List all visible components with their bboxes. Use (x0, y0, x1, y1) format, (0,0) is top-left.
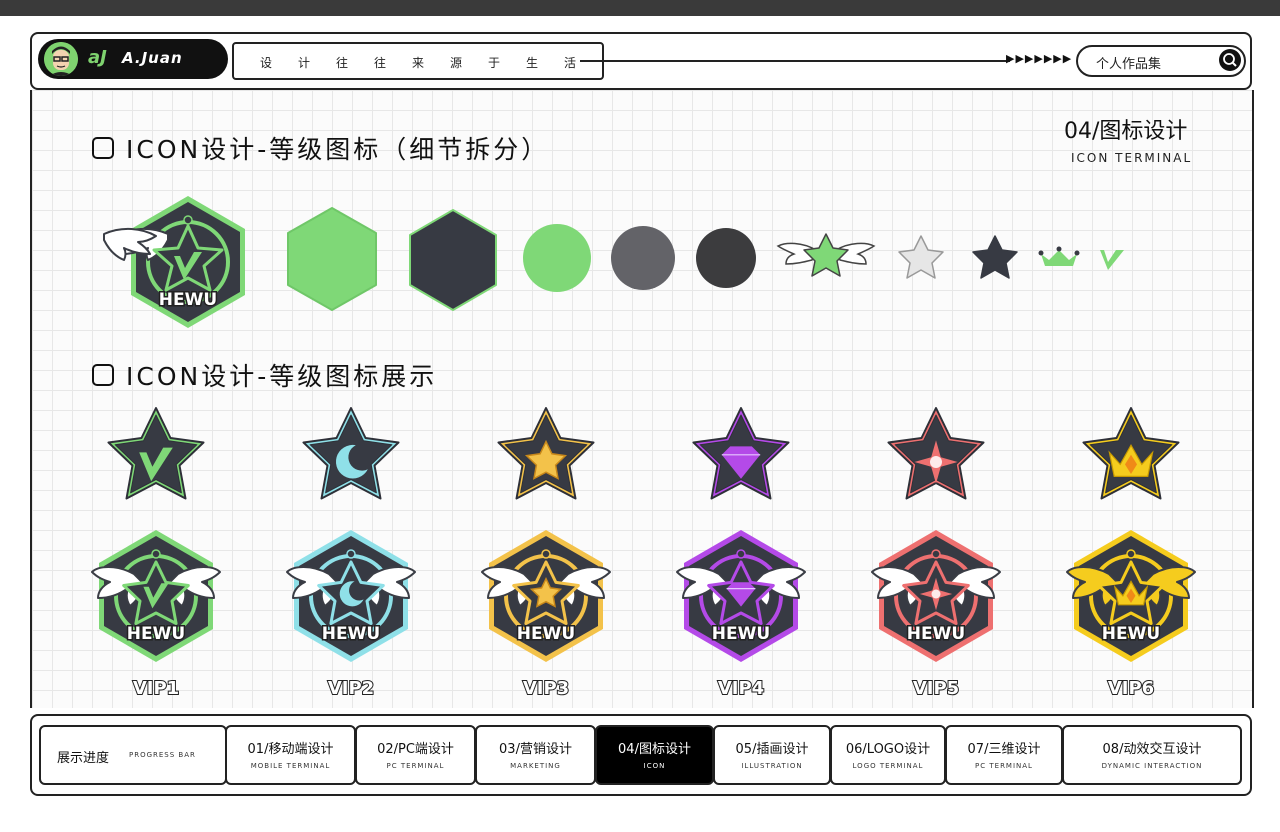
search-button[interactable] (1219, 49, 1241, 71)
slogan-char: 活 (564, 56, 577, 70)
portfolio-search[interactable]: 个人作品集 (1076, 45, 1246, 77)
arrow-decoration: ▶▶▶▶▶▶▶ (1006, 52, 1073, 65)
progress-bar-label: 展示进度 PROGRESS BAR (39, 725, 227, 785)
vip-label: VIP3 (522, 677, 570, 700)
grid-canvas (30, 90, 1254, 708)
slogan-char: 于 (488, 56, 501, 70)
slogan: 设 计 往 往 来 源 于 生 活 (232, 42, 604, 80)
search-icon (1223, 53, 1237, 67)
vip-label: VIP2 (327, 677, 375, 700)
slogan-char: 设 (260, 56, 273, 70)
avatar (44, 42, 78, 76)
slogan-char: 计 (298, 56, 311, 70)
vip-label: VIP1 (132, 677, 180, 700)
checkbox-icon (92, 137, 114, 159)
header-divider (580, 60, 1010, 62)
slogan-char: 往 (374, 56, 387, 70)
header: aJ A.Juan 设 计 往 往 来 源 于 生 活 ▶▶▶▶▶▶▶ 个人作品… (30, 32, 1252, 90)
vip-label: VIP5 (912, 677, 960, 700)
avatar-face-icon (44, 42, 78, 76)
top-bar (0, 0, 1280, 16)
vip-label: VIP4 (717, 677, 765, 700)
portfolio-label: 个人作品集 (1096, 57, 1162, 72)
checkbox-icon (92, 364, 114, 386)
brand-logo[interactable]: aJ A.Juan (38, 39, 228, 79)
vip-label: VIP6 (1107, 677, 1155, 700)
brand-mark: aJ (88, 47, 107, 68)
slogan-char: 生 (526, 56, 539, 70)
slogan-char: 往 (336, 56, 349, 70)
page-subtitle: ICON TERMINAL (1071, 151, 1193, 165)
slogan-char: 来 (412, 56, 425, 70)
slogan-char: 源 (450, 56, 463, 70)
brand-name: A.Juan (122, 49, 183, 67)
page-id: 04/图标设计 (1064, 119, 1188, 144)
section-title-breakdown: ICON设计-等级图标（细节拆分） (92, 130, 549, 166)
section-title-showcase: ICON设计-等级图标展示 (92, 357, 437, 393)
